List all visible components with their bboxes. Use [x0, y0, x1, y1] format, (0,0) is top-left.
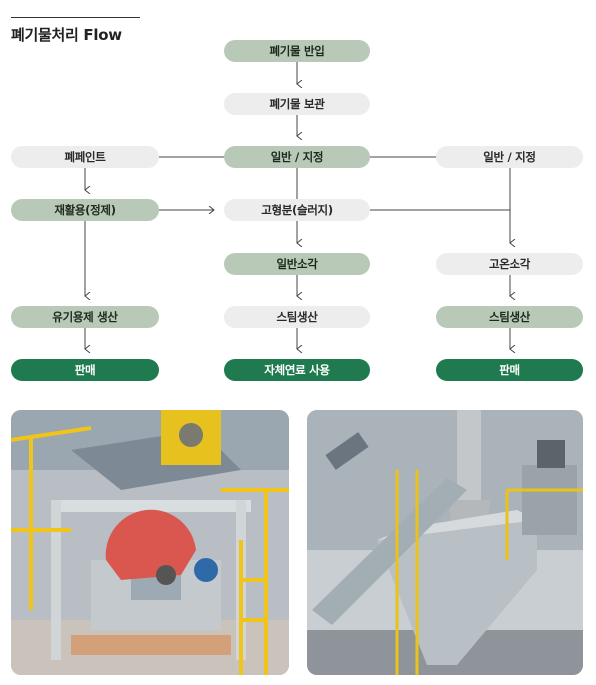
node-solvent: 유기용제 생산 — [11, 306, 159, 328]
node-solid: 고형분(슬러지) — [224, 199, 370, 221]
node-general-incin: 일반소각 — [224, 253, 370, 275]
title-rule — [11, 17, 140, 18]
node-general-center: 일반 / 지정 — [224, 146, 370, 168]
node-high-incin: 고온소각 — [436, 253, 583, 275]
node-waste-store: 폐기물 보관 — [224, 93, 370, 115]
node-sell-right: 판매 — [436, 359, 583, 381]
flow-connectors — [0, 62, 596, 400]
node-general-right: 일반 / 지정 — [436, 146, 583, 168]
node-waste-in: 폐기물 반입 — [224, 40, 370, 62]
machinery-photo — [11, 410, 289, 675]
node-sell-left: 판매 — [11, 359, 159, 381]
node-steam-center: 스팀생산 — [224, 306, 370, 328]
node-fuel-use: 자체연료 사용 — [224, 359, 370, 381]
conveyor-photo — [307, 410, 583, 675]
node-steam-right: 스팀생산 — [436, 306, 583, 328]
node-recycle: 재활용(정제) — [11, 199, 159, 221]
node-waste-paint: 폐페인트 — [11, 146, 159, 168]
page-title: 폐기물처리 Flow — [11, 26, 122, 44]
